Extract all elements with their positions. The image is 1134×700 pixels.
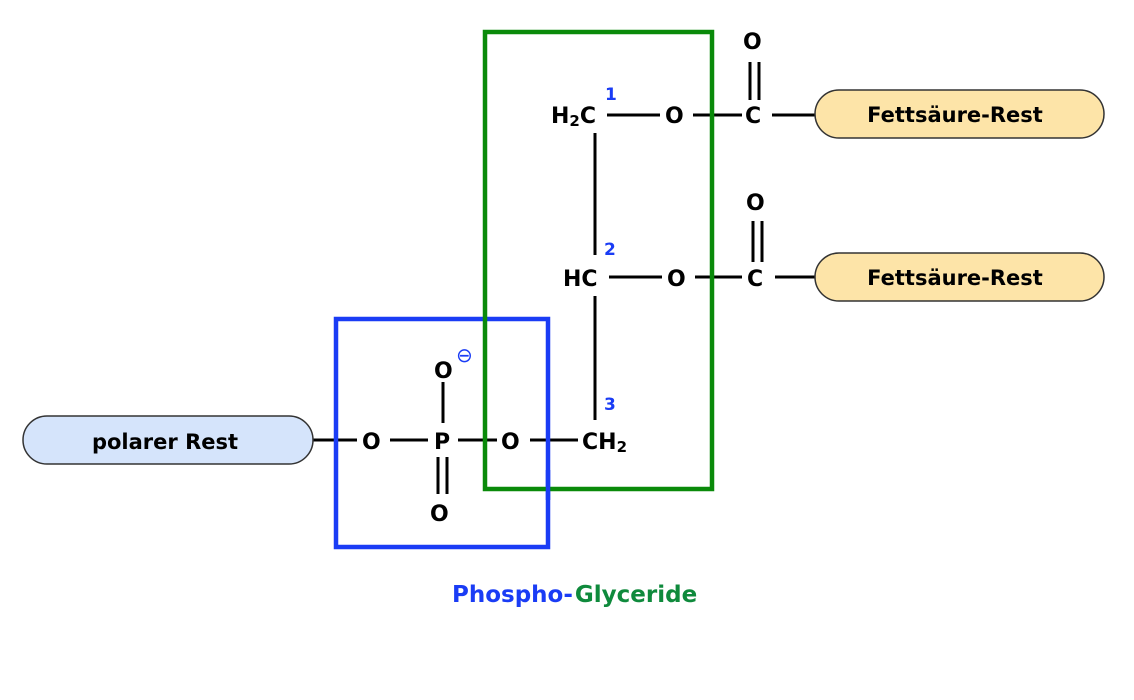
atom-c1: H2C	[551, 104, 596, 130]
atom-carbonyl1-o: O	[743, 30, 762, 55]
negative-charge-icon: ⊖	[456, 343, 473, 367]
fatty-acid-1-pill: Fettsäure-Rest	[814, 89, 1105, 139]
fatty-acid-1-label: Fettsäure-Rest	[867, 103, 1043, 127]
caption-glyceride: Glyceride	[575, 582, 697, 608]
locant-2: 2	[604, 240, 616, 260]
locant-3: 3	[604, 395, 616, 415]
atom-o3: O	[501, 430, 520, 455]
fatty-acid-2-label: Fettsäure-Rest	[867, 266, 1043, 290]
fatty-acid-2-pill: Fettsäure-Rest	[814, 252, 1105, 302]
glyceride-box	[482, 29, 715, 492]
atoms: H2C O C O HC O C O CH2 O P O O ⊖ O	[362, 30, 765, 527]
atom-c2: HC	[563, 267, 598, 292]
caption: Phospho-Glyceride	[452, 582, 697, 608]
atom-c3: CH2	[582, 430, 627, 456]
polar-group-pill: polarer Rest	[22, 415, 314, 465]
atom-carbonyl2-o: O	[746, 191, 765, 216]
atom-o-negative: O	[434, 359, 453, 384]
atom-o2: O	[667, 267, 686, 292]
atom-carbonyl1-c: C	[745, 104, 761, 129]
atom-carbonyl2-c: C	[747, 267, 763, 292]
atom-o1: O	[665, 104, 684, 129]
locant-1: 1	[605, 85, 617, 105]
atom-phosphorus: P	[434, 430, 450, 455]
atom-o-polar: O	[362, 430, 381, 455]
bonds	[313, 62, 815, 494]
polar-group-label: polarer Rest	[92, 430, 238, 454]
caption-phospho: Phospho-	[452, 582, 573, 608]
phospho-box	[333, 316, 551, 550]
atom-o-double: O	[430, 502, 449, 527]
